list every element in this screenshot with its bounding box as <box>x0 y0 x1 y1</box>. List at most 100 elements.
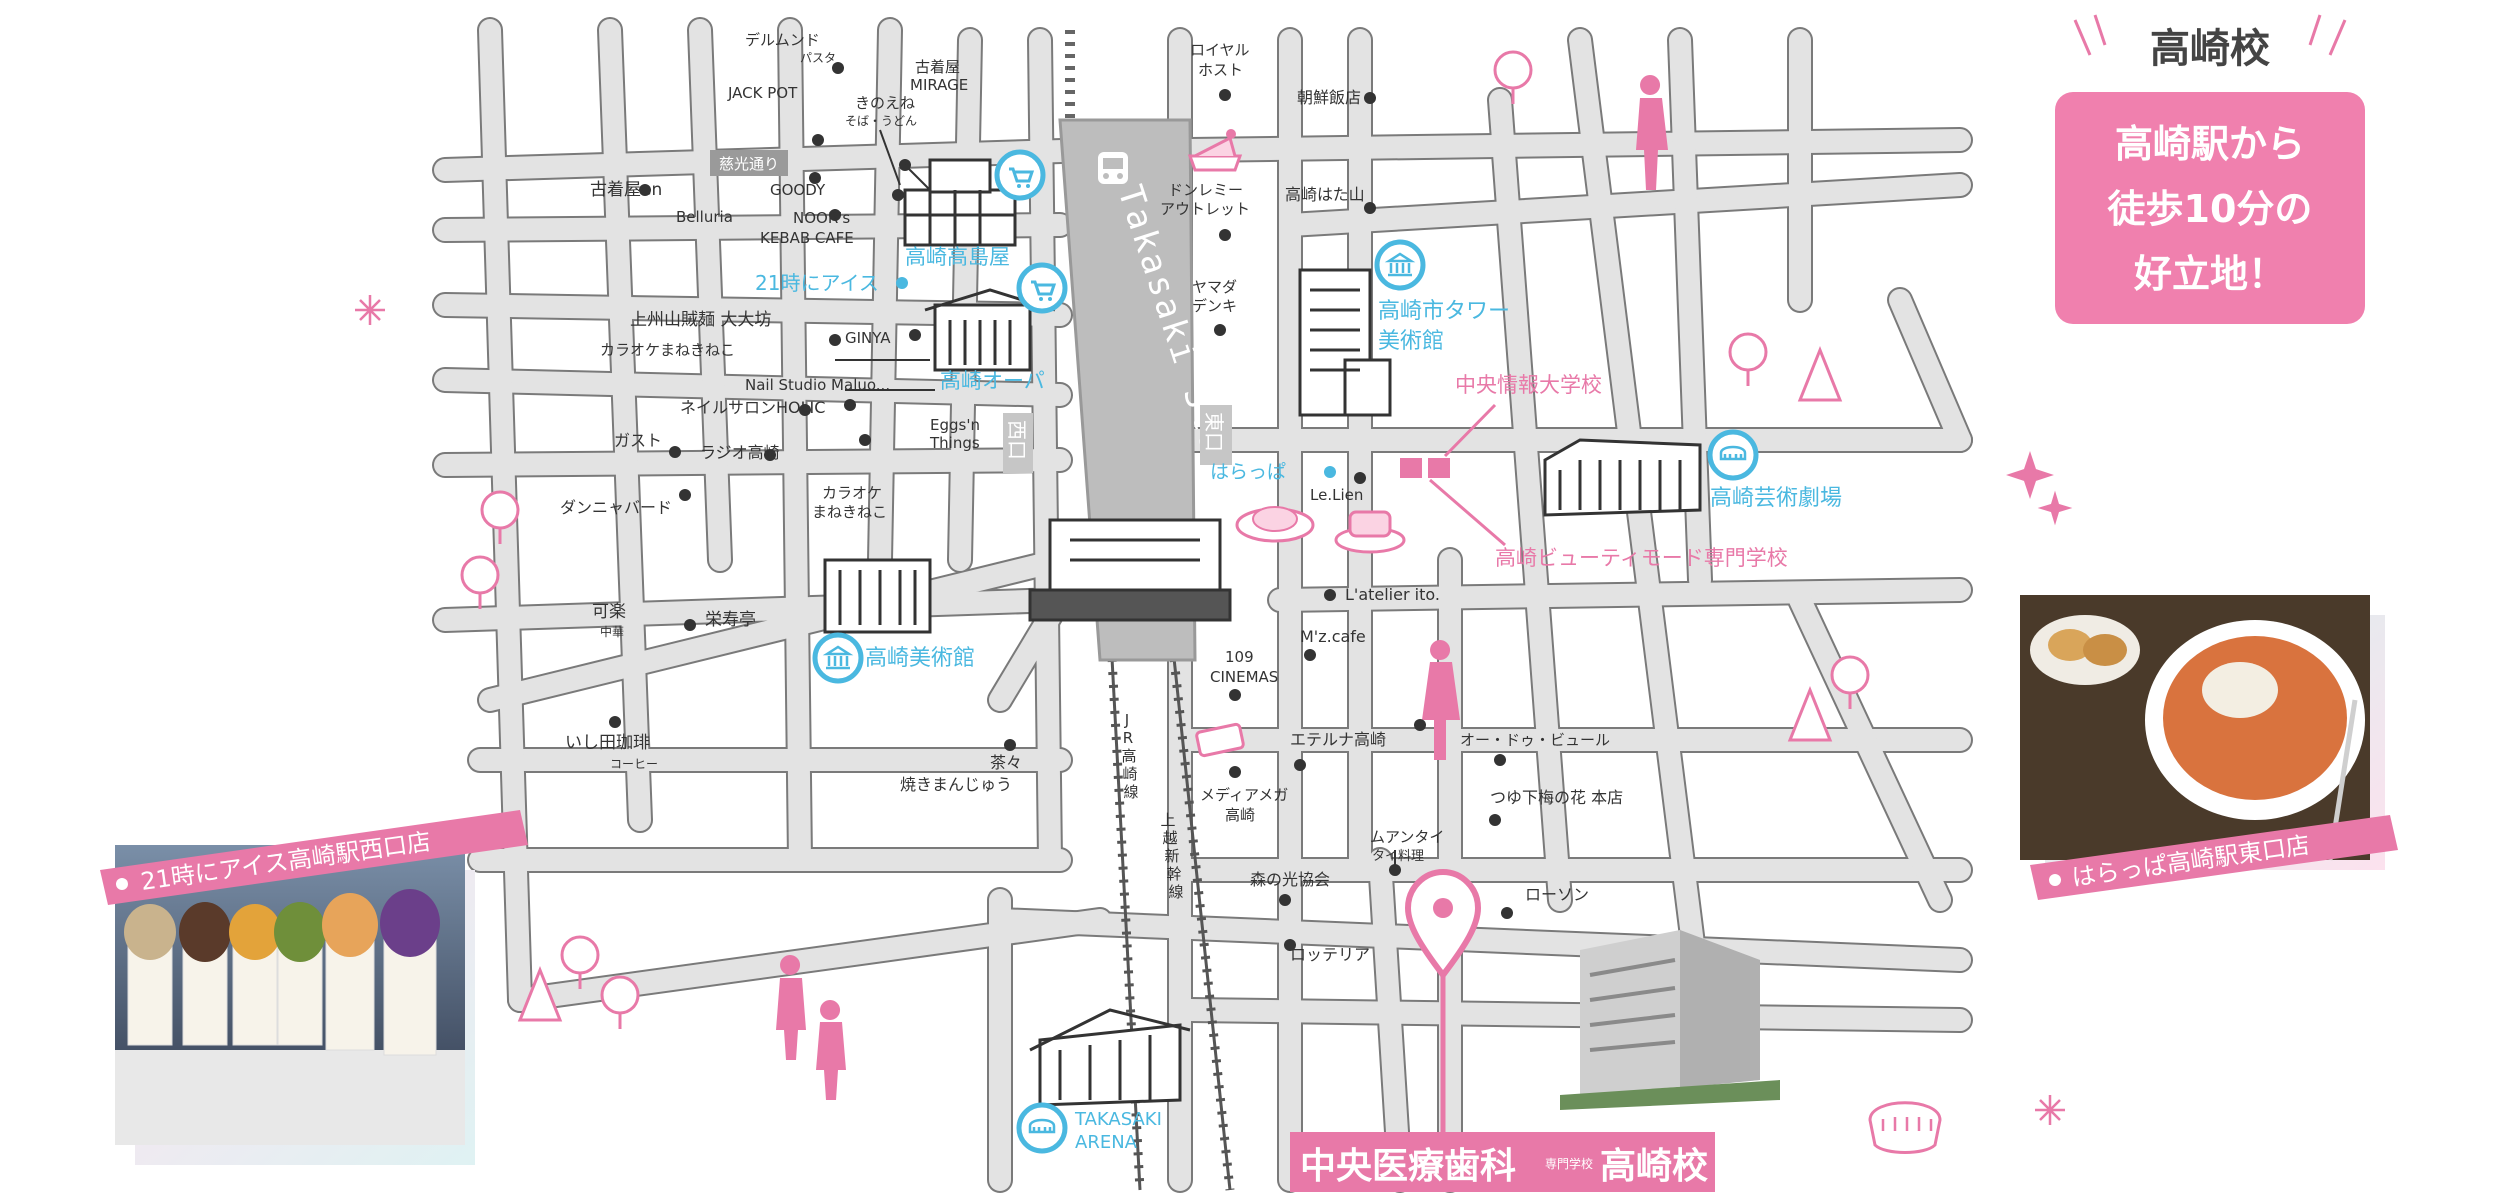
rail-label-jr: 高 <box>1121 747 1136 765</box>
shop-label: オー・ドゥ・ビュール <box>1460 731 1610 749</box>
shop-label: パスタ <box>800 51 836 65</box>
shop-label: デンキ <box>1192 297 1237 315</box>
station-building <box>1028 518 1232 622</box>
denture-icon <box>1868 1101 1942 1154</box>
east-exit-sign: 東口 <box>1200 405 1232 465</box>
geijutsu-building <box>1543 438 1702 517</box>
shop-label: Belluria <box>676 208 733 226</box>
badge-line-2: 徒歩10分の <box>2107 187 2313 231</box>
museum-icon <box>812 632 864 684</box>
rail-label-shinkansen: 線 <box>1168 883 1183 901</box>
ice-cream-photo-card <box>115 845 475 1165</box>
shop-label: カラオケ <box>822 484 882 502</box>
shop-label: メディアメガ <box>1200 786 1288 804</box>
tower-museum-building <box>1298 268 1392 417</box>
art-museum-label: 高崎美術館 <box>865 646 975 671</box>
school-building-photo <box>1560 930 1780 1110</box>
shop-label: ドンレミー <box>1168 181 1243 199</box>
opa-label: 高崎オーパ <box>940 369 1045 393</box>
arena-label-1: TAKASAKI <box>1074 1109 1162 1130</box>
opa-building <box>924 288 1056 372</box>
cart-icon <box>1016 262 1068 314</box>
shop-label: 109 <box>1225 648 1254 666</box>
badge-line-1: 高崎駅から <box>2115 122 2305 166</box>
museum-icon <box>1374 239 1426 291</box>
shop-label: アウトレット <box>1160 200 1250 218</box>
road-network <box>432 17 1973 1193</box>
shop-label: NOOR's <box>793 209 850 227</box>
shop-label: L'atelier ito. <box>1345 585 1440 604</box>
shop-label: Things <box>929 434 980 452</box>
shop-label: コーヒー <box>610 757 658 771</box>
shop-label: ネイルサロンHOLIC <box>680 398 825 417</box>
campus-title: 高崎校 <box>2150 26 2270 72</box>
takashimaya-label: 高崎高島屋 <box>905 245 1010 269</box>
arena-label-2: ARENA <box>1075 1132 1138 1153</box>
svg-text:東口: 東口 <box>1202 412 1226 452</box>
shop-label: ムアンタイ <box>1370 828 1444 846</box>
rail-label-shinkansen: 幹 <box>1166 865 1181 883</box>
shop-label: ロッテリア <box>1290 945 1370 964</box>
sparkle-icon <box>355 295 2073 1125</box>
shop-label: Nail Studio Maluo... <box>745 376 890 394</box>
school-name-banner[interactable]: 中央医療歯科 専門学校 高崎校 <box>1290 1132 1715 1192</box>
street-tag-jiko: 慈光通り <box>710 150 788 176</box>
shop-label: 古着屋 <box>915 58 960 76</box>
chuo-joho-label: 中央情報大学校 <box>1455 373 1602 397</box>
shop-label: GOODY <box>770 181 826 199</box>
svg-text:西口: 西口 <box>1005 420 1029 460</box>
badge-line-3: 好立地！ <box>2133 252 2286 296</box>
shop-label: GINYA <box>845 329 891 347</box>
harappa-pin-label: はらっぱ <box>1210 461 1286 483</box>
shop-label: つゆ下梅の花 本店 <box>1490 788 1623 807</box>
rail-label-shinkansen: 上 <box>1160 811 1175 829</box>
school-name-end: 高崎校 <box>1600 1146 1708 1187</box>
west-exit-sign: 西口 <box>1003 413 1033 473</box>
ice-cream-cups <box>124 889 440 1056</box>
shop-label: CINEMAS <box>1210 668 1278 686</box>
shop-label: 中華 <box>600 624 624 639</box>
pancake-icon <box>1334 510 1406 554</box>
ticket-icon <box>1195 722 1245 758</box>
shop-label: 茶々 <box>990 753 1022 772</box>
rail-label-jr: 崎 <box>1122 765 1137 783</box>
shop-label: いし田珈琲 <box>565 733 650 753</box>
school-name-small: 専門学校 <box>1545 1156 1593 1171</box>
shop-label: 古着屋en <box>590 180 662 200</box>
pasta-icon <box>1235 506 1315 543</box>
pasta-photo-card <box>2020 595 2385 870</box>
geijutsu-label: 高崎芸術劇場 <box>1710 486 1842 511</box>
shop-label: 上州山賊麺 大大坊 <box>630 310 771 330</box>
shop-label: 森の光協会 <box>1250 870 1330 889</box>
campus-header: 高崎校 <box>2073 14 2347 72</box>
rail-label-shinkansen: 新 <box>1164 847 1179 865</box>
shop-label: 焼きまんじゅう <box>900 775 1012 794</box>
tree-icon <box>460 50 1870 1029</box>
shop-label: そば・うどん <box>845 114 917 128</box>
shop-label: ロイヤル <box>1190 41 1250 59</box>
shop-label: JACK POT <box>727 84 798 102</box>
shop-label: ラジオ高崎 <box>700 443 780 462</box>
theater-icon <box>1707 429 1759 481</box>
rail-label-jr: J <box>1124 711 1129 729</box>
shop-label: 可楽 <box>592 602 626 622</box>
person-silhouette <box>776 75 1668 1100</box>
shop-label: 栄寿亭 <box>705 610 756 630</box>
shop-label: まねきねこ <box>812 503 887 521</box>
shop-label: KEBAB CAFE <box>760 229 854 247</box>
shop-label: 高崎はた山 <box>1285 185 1365 204</box>
shop-label: ローソン <box>1525 885 1589 904</box>
west-art-museum-building <box>823 558 932 634</box>
tower-museum-label-2: 美術館 <box>1378 329 1444 354</box>
shop-label: Le.Lien <box>1310 486 1363 504</box>
walking-distance-badge: 高崎駅から 徒歩10分の 好立地！ <box>2055 92 2365 324</box>
train-icon <box>1098 152 1128 184</box>
rail-label-jr: 線 <box>1123 783 1138 801</box>
chuo-joho-marker <box>1400 403 1506 547</box>
shop-label: 朝鮮飯店 <box>1297 88 1361 107</box>
school-location-pin[interactable] <box>1404 868 1482 1150</box>
shop-label: きのえね <box>855 94 915 112</box>
shop-label: ホスト <box>1198 61 1243 79</box>
shop-label: エテルナ高崎 <box>1290 730 1386 749</box>
